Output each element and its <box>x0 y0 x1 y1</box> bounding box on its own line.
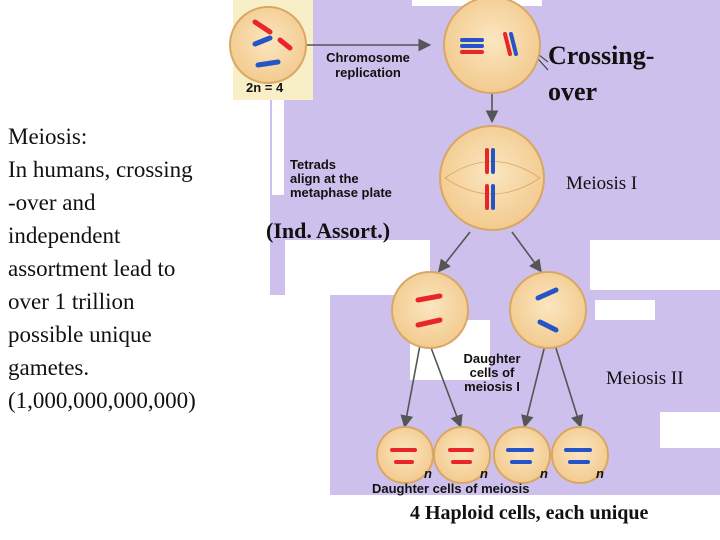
daughter-cells-meiosis-label: Daughter cells of meiosis <box>372 481 530 496</box>
initial-cell <box>229 6 307 84</box>
two-n-label: 2n = 4 <box>246 80 284 95</box>
meiosis-i-label: Meiosis I <box>566 173 638 194</box>
daughter-cell-i-right <box>509 271 587 349</box>
replication-cell <box>443 0 541 94</box>
crossing-over-label: Crossing- over <box>548 41 655 106</box>
meiosis-ii-label: Meiosis II <box>606 368 684 389</box>
n-label-2: n <box>480 466 488 481</box>
daughter-cells-i-label: Daughter cells of meiosis I <box>463 351 521 394</box>
final-cell-4 <box>551 426 609 484</box>
n-label-4: n <box>596 466 604 481</box>
tetrads-label: Tetrads align at the metaphase plate <box>290 157 392 200</box>
final-cell-2 <box>433 426 491 484</box>
arrows <box>305 38 584 429</box>
n-label-3: n <box>540 466 548 481</box>
n-label-1: n <box>424 466 432 481</box>
haploid-caption: 4 Haploid cells, each unique <box>410 502 649 524</box>
final-cell-1 <box>376 426 434 484</box>
meiosis-i-cell <box>439 125 545 231</box>
final-cell-3 <box>493 426 551 484</box>
chromosome-replication-label: Chromosome replication <box>326 50 410 80</box>
daughter-cell-i-left <box>391 271 469 349</box>
meiosis-description: Meiosis: In humans, crossing -over and i… <box>8 124 196 413</box>
ind-assort-label: (Ind. Assort.) <box>266 218 391 243</box>
